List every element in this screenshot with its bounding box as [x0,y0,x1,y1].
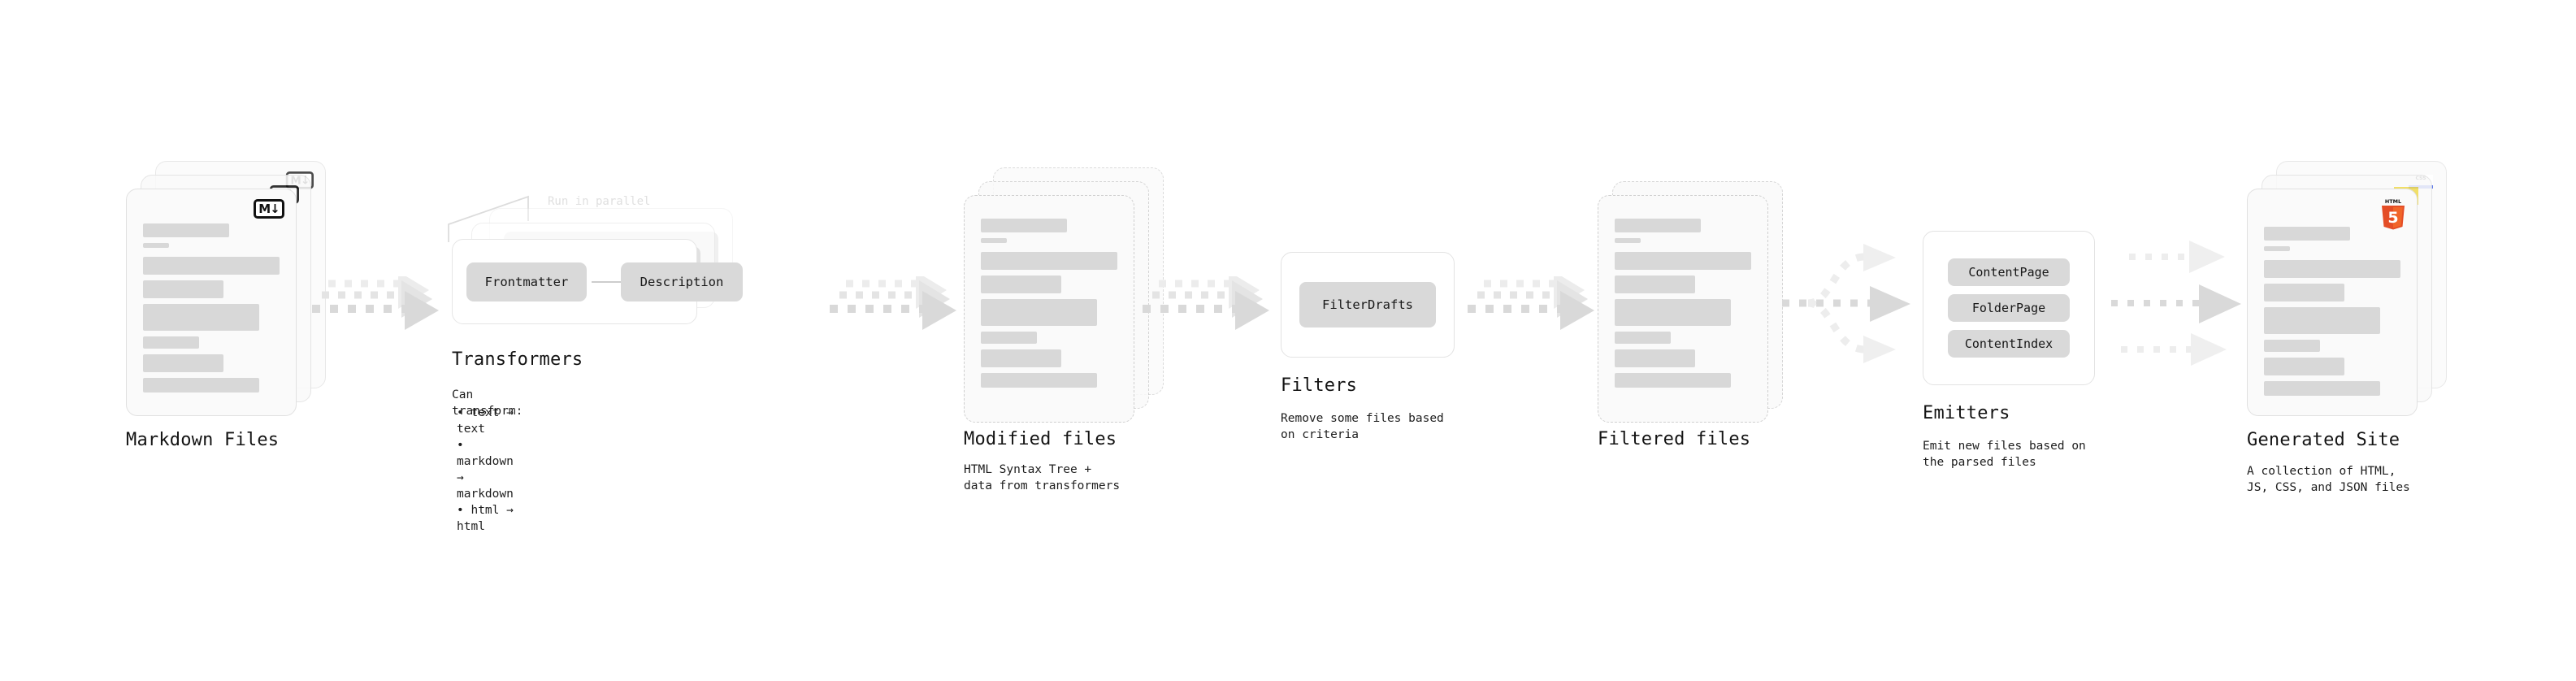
card-layer-front [1598,195,1768,423]
stage-title: Emitters [1923,403,2010,423]
stage-generated-site: CSS HTML 5 [2247,161,2450,494]
skeleton-bar [1615,349,1696,367]
skeleton-bar [143,304,259,331]
stage-description: Emit new files based on the parsed files [1923,440,2086,469]
connector-transformers-to-modified [825,271,971,361]
stage-title: Filters [1281,375,1358,396]
skeleton-bar [2264,307,2380,334]
connector-markdown-to-transformers [307,271,453,361]
skeleton-bar [981,275,1062,293]
connector-modified-to-filters [1138,271,1284,361]
stage-filters: FilterDrafts Filters Remove some files b… [1281,252,1455,441]
markdown-icon-arrow: ↓ [270,201,280,216]
parallel-leader-line [448,195,529,242]
skeleton-bar [1615,275,1696,293]
skeleton-bar [981,238,1007,243]
stage-modified-files: Modified files HTML Syntax Tree + data f… [964,167,1167,492]
skeleton-bar [981,252,1117,270]
skeleton-bar [2264,246,2290,251]
stage-description: A collection of HTML, JS, CSS, and JSON … [2247,465,2410,494]
connector-filters-to-filtered [1463,271,1609,361]
skeleton-bar [981,349,1062,367]
emitter-pill-contentindex[interactable]: ContentIndex [1948,330,2070,358]
skeleton-bar [2264,340,2320,352]
stage-title: Modified files [964,429,1117,449]
stage-description: HTML Syntax Tree + data from transformer… [964,463,1121,492]
transform-bullet: • markdown → markdown [457,439,514,501]
filtered-files-card-stack [1598,181,1801,423]
emitter-pill-folderpage[interactable]: FolderPage [1948,294,2070,322]
skeleton-bar [143,223,229,237]
dotted-arrow-icon [830,271,956,330]
markdown-icon: M↓ [254,199,284,219]
dotted-arrow-icon [1468,271,1594,330]
connector-emitters-to-site [2105,234,2259,375]
filters-container: FilterDrafts [1281,252,1455,358]
skeleton-bar [1615,219,1701,232]
skeleton-bar [2264,284,2345,301]
card-layer-front [964,195,1134,423]
skeleton-bar [143,243,169,248]
html5-shield-icon: HTML 5 [2382,198,2405,230]
skeleton-bar [143,257,280,275]
transform-bullet: • text → text [457,406,514,436]
skeleton-bar [2264,381,2380,396]
skeleton-bar [1615,332,1671,344]
skeleton-bar [981,373,1097,388]
markdown-icon-letter: M [258,201,271,216]
skeleton-bar [143,354,224,372]
html5-icon: HTML 5 [2379,197,2407,233]
stage-title: Generated Site [2247,430,2400,450]
skeleton-bar [143,336,199,349]
skeleton-bar [2264,260,2400,278]
skeleton-bar [2264,358,2345,375]
dotted-arrow-icon [1143,271,1269,330]
skeleton-bar [981,332,1037,344]
skeleton-content [2264,227,2400,401]
stage-filtered-files: Filtered files [1598,181,1801,449]
stage-description: Can transform: [452,388,523,418]
card-layer-front: M↓ [126,189,297,416]
skeleton-content [1615,219,1751,393]
skeleton-bar [1615,373,1731,388]
dotted-parallel-arrows-icon [2111,241,2241,366]
stage-description: Remove some files based on criteria [1281,412,1444,441]
stage-emitters: ContentPage FolderPage ContentIndex Emit… [1923,231,2095,469]
svg-text:5: 5 [2387,209,2398,227]
markdown-files-card-stack: M↓ M↓ M↓ [126,161,329,424]
skeleton-bar [143,378,259,393]
skeleton-bar [981,299,1097,326]
dotted-arrow-icon [312,271,439,330]
skeleton-bar [1615,252,1751,270]
skeleton-content [981,219,1117,393]
skeleton-bar [2264,227,2350,241]
transformer-layer-front: Frontmatter Description [452,239,743,324]
skeleton-content [143,223,280,398]
modified-files-card-stack [964,167,1167,423]
connector-filtered-to-emitters [1776,234,1930,375]
stage-title: Transformers [452,349,583,370]
stage-title: Markdown Files [126,430,280,450]
emitter-pill-contentpage[interactable]: ContentPage [1948,258,2070,286]
skeleton-bar [143,280,224,298]
skeleton-bar [1615,299,1731,326]
emitters-container: ContentPage FolderPage ContentIndex [1923,231,2095,385]
stage-title: Filtered files [1598,429,1751,449]
parallel-annotation: Run in parallel [548,195,651,208]
generated-site-card-stack: CSS HTML 5 [2247,161,2450,424]
card-layer-front: HTML 5 [2247,189,2418,416]
svg-text:HTML: HTML [2385,198,2401,205]
transformer-pill-description[interactable]: Description [621,262,743,301]
stage-markdown-files: M↓ M↓ M↓ [126,161,329,450]
transformer-pill-frontmatter[interactable]: Frontmatter [466,262,587,301]
skeleton-bar [981,219,1067,232]
skeleton-bar [1615,238,1641,243]
filter-pill-filterdrafts[interactable]: FilterDrafts [1299,282,1436,327]
dotted-fanout-icon [1782,244,1910,363]
transform-bullet: • html → html [457,504,514,533]
